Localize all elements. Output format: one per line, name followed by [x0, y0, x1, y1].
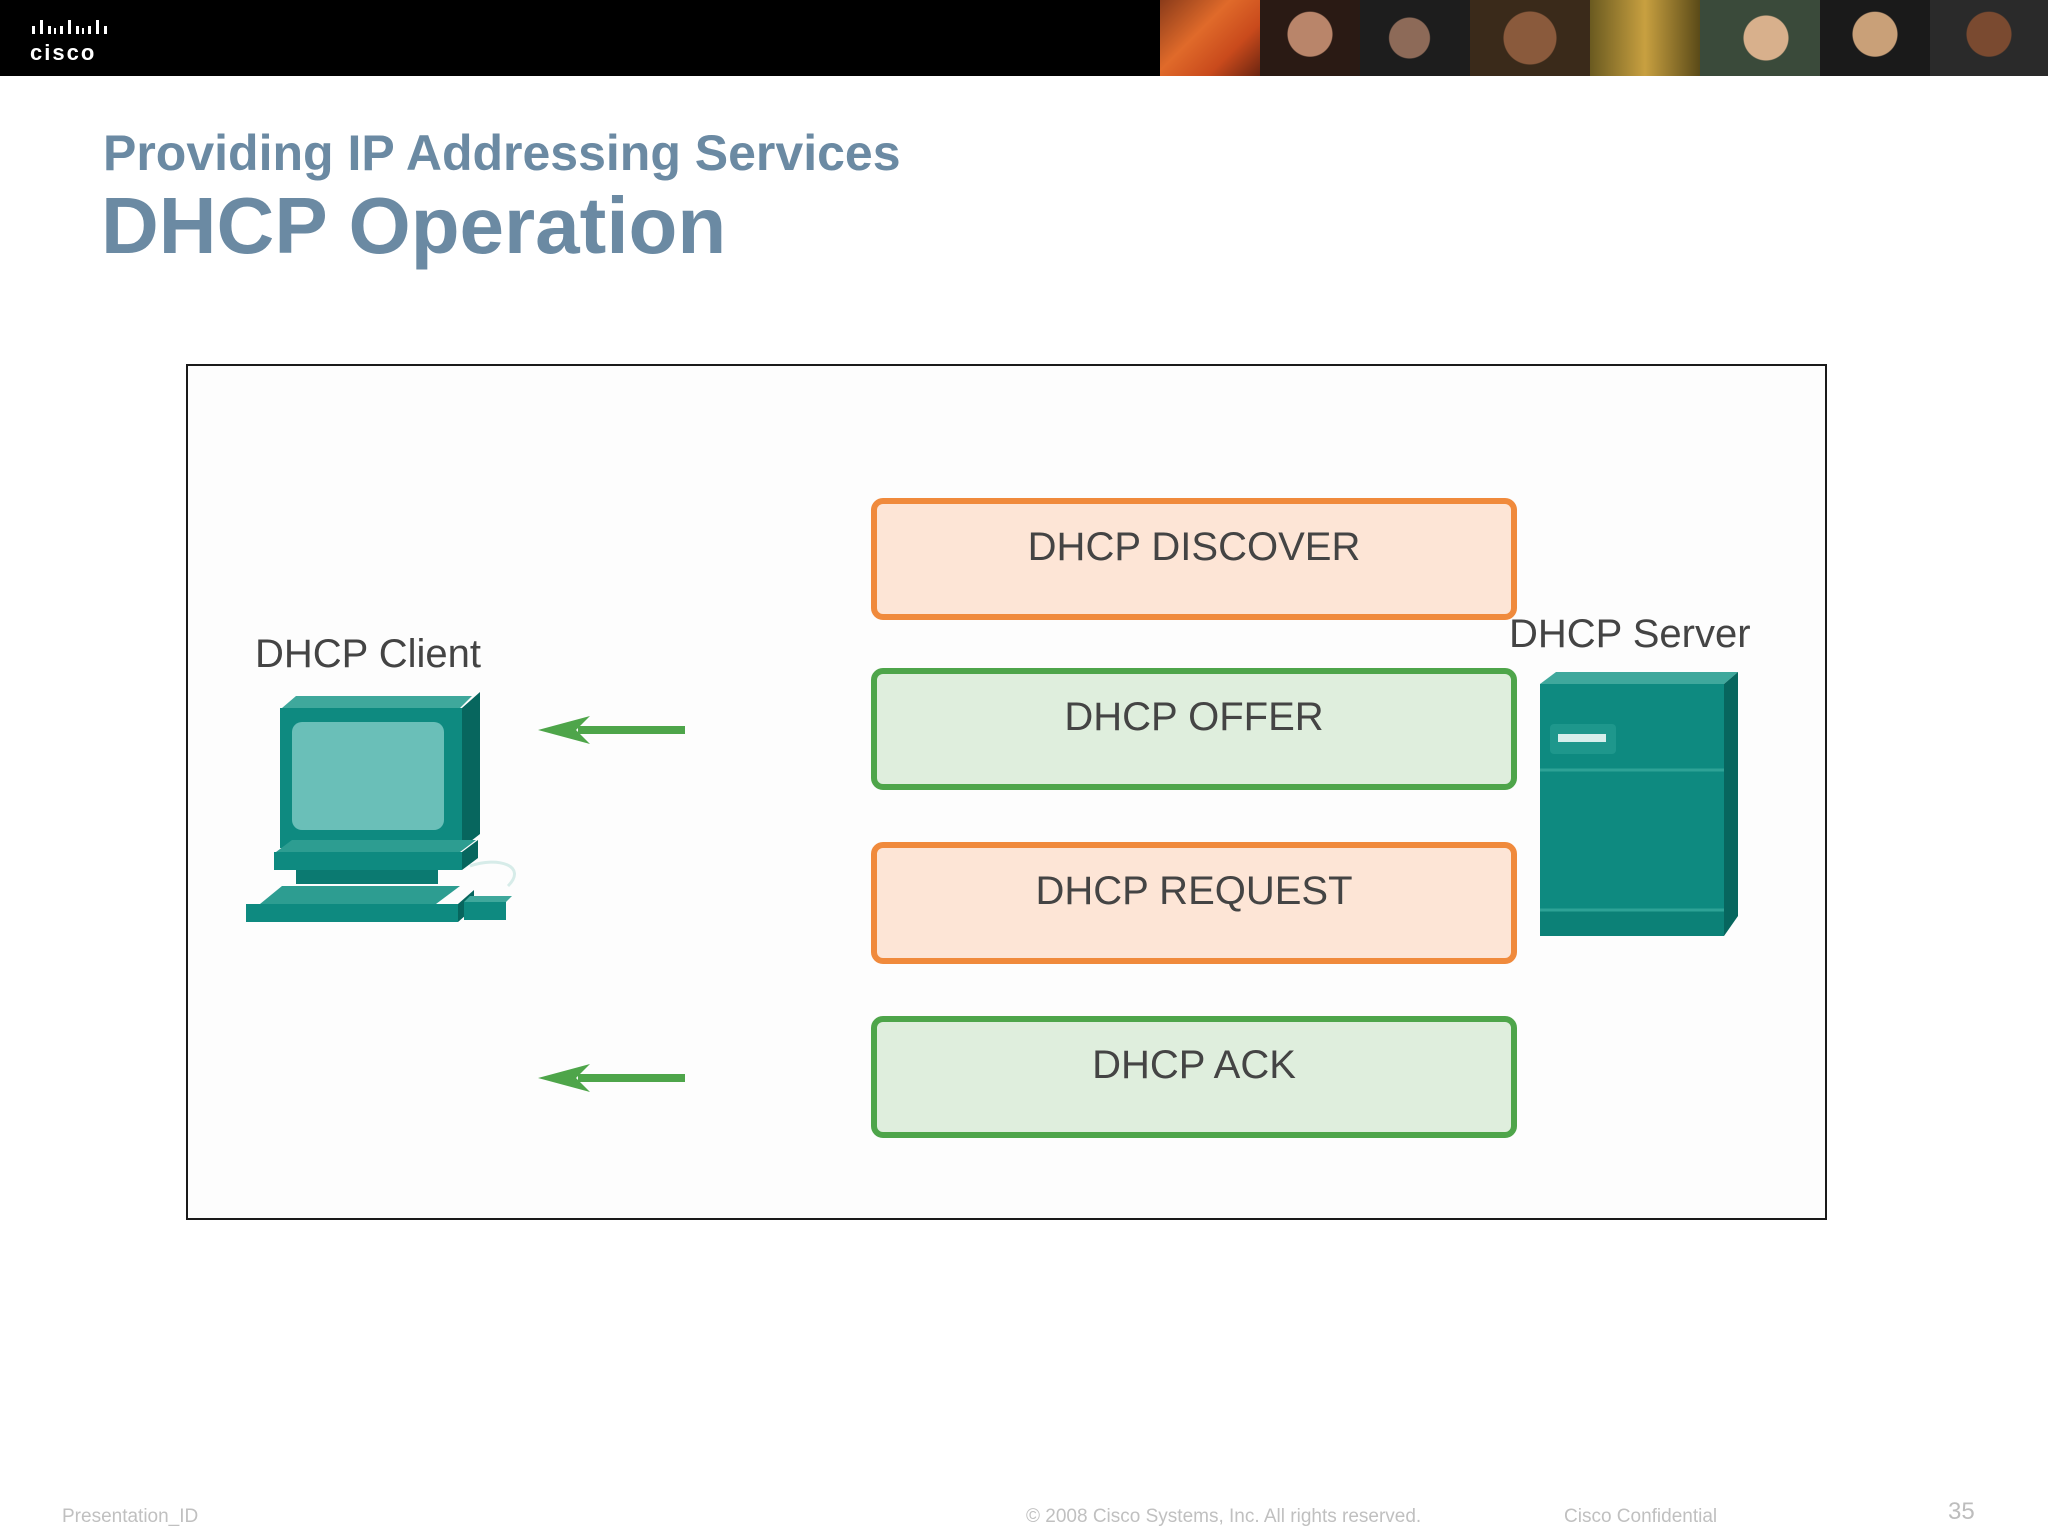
server-icon: [1540, 672, 1738, 936]
message-ack: DHCP ACK: [871, 1016, 1517, 1138]
message-offer: DHCP OFFER: [871, 668, 1517, 790]
cisco-logo: cisco: [30, 12, 130, 68]
dhcp-diagram: DHCP Client DHCP Server DHCP DISCOVER DH…: [186, 364, 1827, 1220]
client-computer-icon: [246, 692, 516, 922]
header-bar: cisco: [0, 0, 2048, 76]
message-label: DHCP OFFER: [1064, 694, 1324, 739]
diagram-graphics: [246, 544, 1738, 1092]
message-request: DHCP REQUEST: [871, 842, 1517, 964]
message-label: DHCP DISCOVER: [1027, 524, 1361, 569]
footer-copyright: © 2008 Cisco Systems, Inc. All rights re…: [1026, 1506, 1422, 1527]
message-label: DHCP REQUEST: [1035, 868, 1353, 913]
arrow-offer: [538, 716, 685, 744]
client-label: DHCP Client: [255, 632, 481, 676]
header-photo: [1820, 0, 1930, 76]
header-photo: [1590, 0, 1700, 76]
footer-confidential: Cisco Confidential: [1564, 1506, 1718, 1527]
header-photo: [1360, 0, 1470, 76]
footer-presentation-id: Presentation_ID: [62, 1506, 199, 1527]
slide-title: DHCP Operation: [101, 181, 727, 270]
slide-subtitle: Providing IP Addressing Services: [103, 125, 901, 181]
header-photo: [1470, 0, 1590, 76]
message-label: DHCP ACK: [1092, 1042, 1296, 1087]
header-photo: [1700, 0, 1820, 76]
message-discover: DHCP DISCOVER: [871, 498, 1517, 620]
cisco-logo-text: cisco: [30, 40, 97, 65]
header-photo-strip: [1160, 0, 2048, 76]
header-photo: [1930, 0, 2048, 76]
header-photo: [1260, 0, 1360, 76]
slide-number: 35: [1948, 1498, 1975, 1525]
cisco-bars-icon: [32, 20, 107, 34]
header-photo: [1160, 0, 1260, 76]
arrow-ack: [538, 1064, 685, 1092]
server-label: DHCP Server: [1509, 612, 1751, 656]
